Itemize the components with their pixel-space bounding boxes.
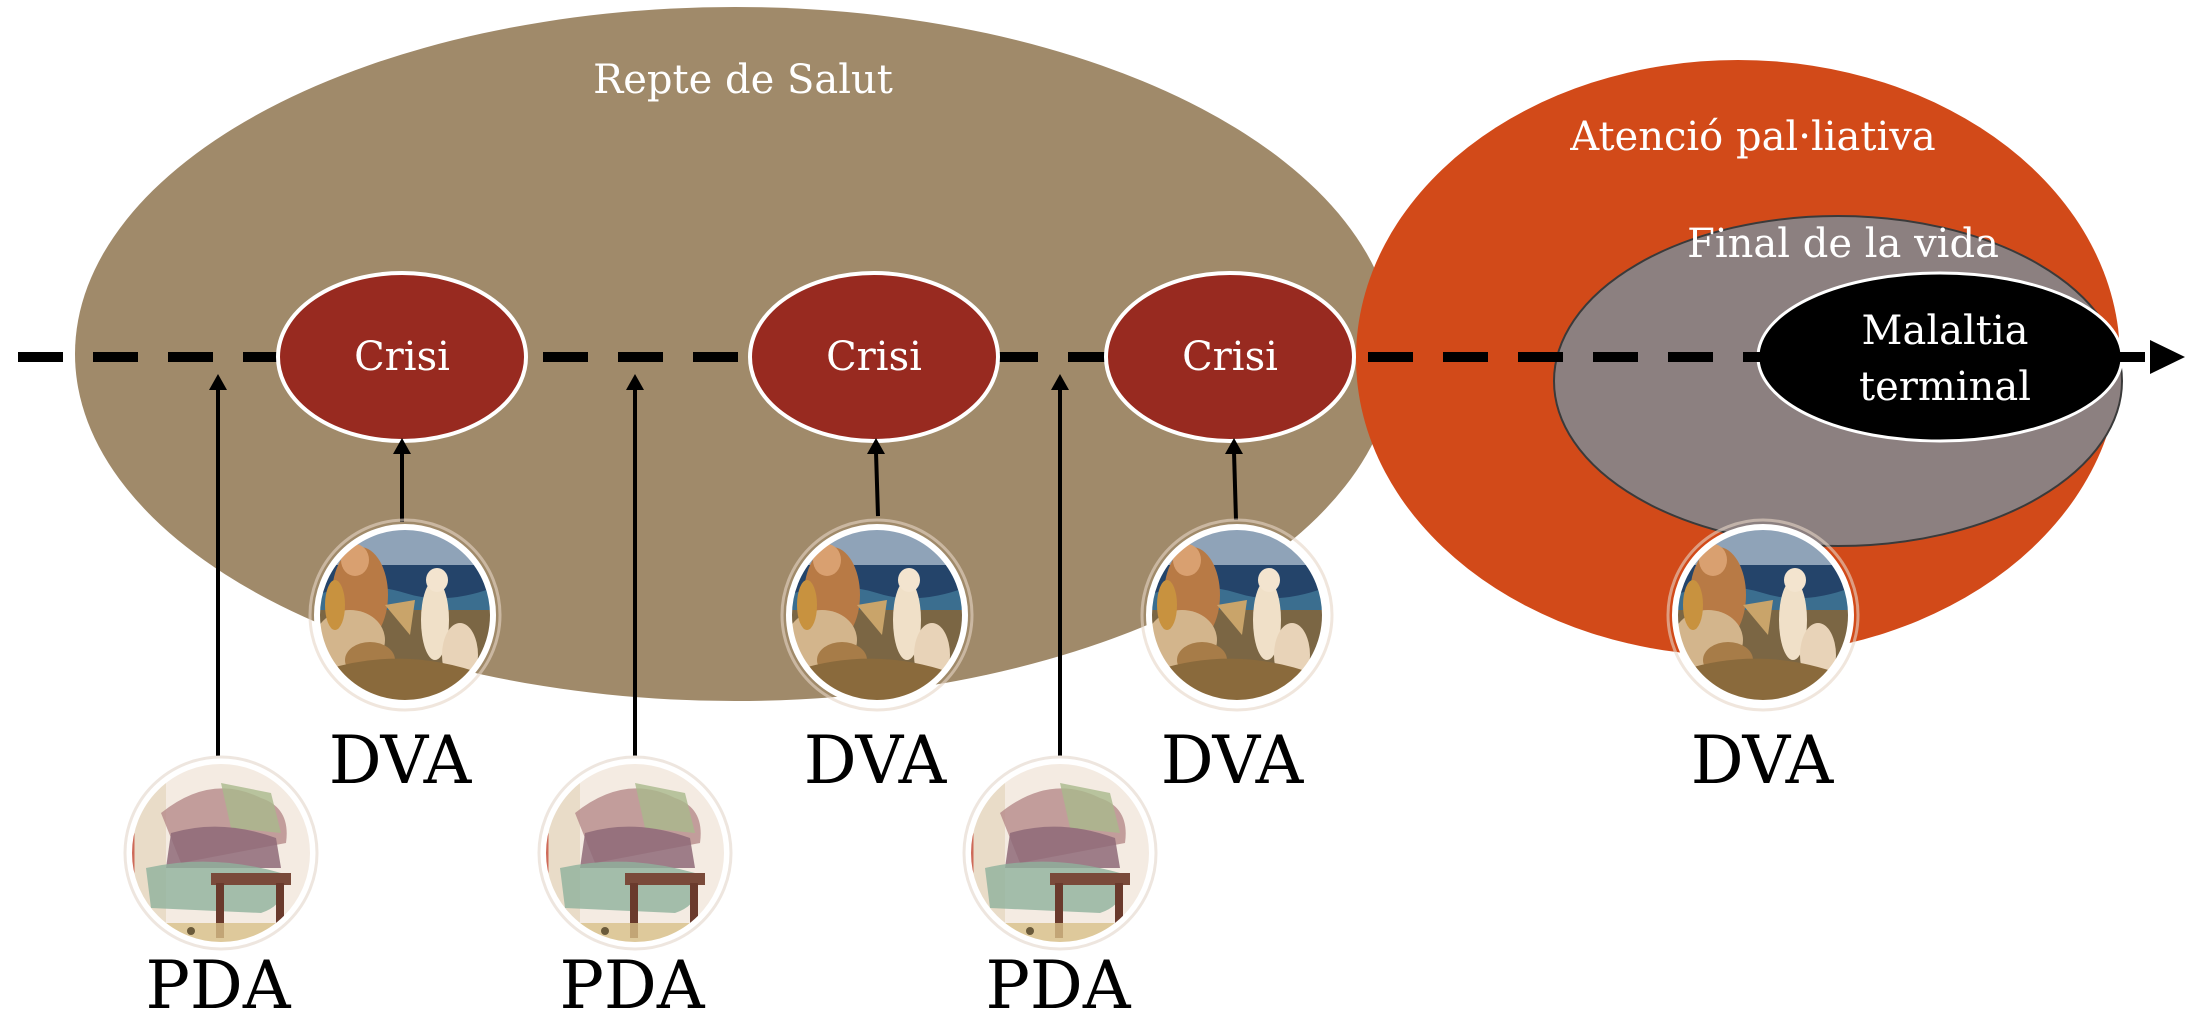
dva-label: DVA <box>1691 722 1835 799</box>
pda-label: PDA <box>986 947 1132 1013</box>
dva-arrow <box>867 438 885 517</box>
pda-arrow <box>1051 374 1069 760</box>
painting-sirens-icon <box>782 520 972 710</box>
crisis-node: Crisi <box>1104 271 1356 443</box>
pda-arrow <box>209 374 227 760</box>
crisis-label: Crisi <box>1182 334 1278 380</box>
painting-chair-icon <box>125 757 317 949</box>
painting-sirens-icon <box>1142 520 1332 710</box>
terminal-illness-label-line1: Malaltia <box>1862 308 2029 354</box>
dva-label: DVA <box>804 722 948 799</box>
terminal-illness-label-line2: terminal <box>1859 364 2031 410</box>
painting-chair-icon <box>539 757 731 949</box>
timeline-arrow-icon <box>2150 340 2185 374</box>
dva-arrow <box>393 438 411 522</box>
crisis-node: Crisi <box>748 271 1000 443</box>
dva-label: DVA <box>1161 722 1305 799</box>
dva-arrow <box>1225 438 1243 521</box>
crisis-label: Crisi <box>354 334 450 380</box>
painting-sirens-icon <box>310 520 500 710</box>
health-challenge-label: Repte de Salut <box>593 57 893 103</box>
crisis-node: Crisi <box>276 271 528 443</box>
dva-label: DVA <box>329 722 473 799</box>
crisis-label: Crisi <box>826 334 922 380</box>
pda-label: PDA <box>560 947 706 1013</box>
pda-arrow <box>626 374 644 760</box>
end-of-life-label: Final de la vida <box>1687 221 1999 267</box>
pda-label: PDA <box>146 947 292 1013</box>
palliative-care-label: Atenció pal·liativa <box>1569 114 1935 160</box>
painting-sirens-icon <box>1668 520 1858 710</box>
painting-chair-icon <box>964 757 1156 949</box>
